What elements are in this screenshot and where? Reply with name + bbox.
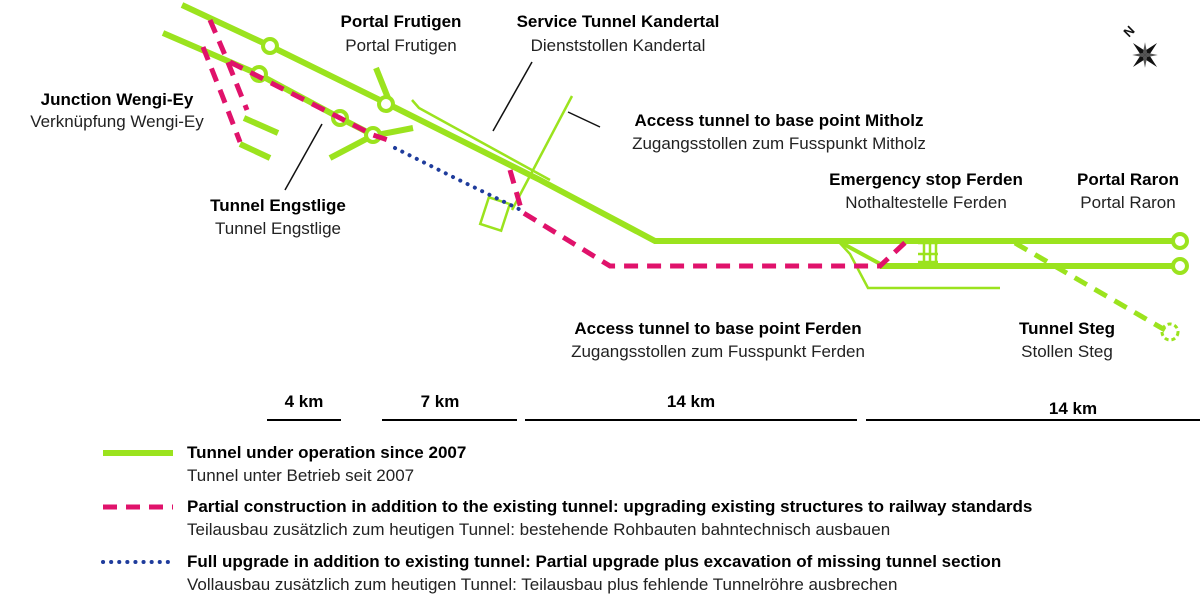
label-en: Access tunnel to base point Ferden xyxy=(574,319,861,338)
label-access-mitholz: Access tunnel to base point Mitholz Zuga… xyxy=(632,111,926,153)
label-en: Portal Frutigen xyxy=(341,12,462,31)
pink-main-west xyxy=(228,59,389,143)
legend-label-en: Tunnel under operation since 2007 xyxy=(187,443,466,462)
ferden-crossover xyxy=(837,239,885,268)
legend-item-partial: Partial construction in addition to the … xyxy=(103,497,1032,539)
steg-end-marker xyxy=(1160,322,1180,342)
marker-3 xyxy=(377,95,395,113)
scale-label: 14 km xyxy=(1049,399,1097,418)
label-de: Portal Frutigen xyxy=(345,36,457,55)
label-emergency-ferden: Emergency stop Ferden Nothaltestelle Fer… xyxy=(829,170,1023,212)
full-upgrade-section xyxy=(393,146,527,214)
label-de: Nothaltestelle Ferden xyxy=(845,193,1007,212)
compass-rose-icon xyxy=(1132,42,1158,68)
label-access-ferden: Access tunnel to base point Ferden Zugan… xyxy=(571,319,865,361)
legend-label-en: Full upgrade in addition to existing tun… xyxy=(187,552,1001,571)
label-de: Verknüpfung Wengi-Ey xyxy=(30,112,204,131)
pink-junction-1 xyxy=(207,19,250,111)
portal-raron-upper xyxy=(1171,232,1189,250)
label-de: Dienststollen Kandertal xyxy=(531,36,706,55)
label-en: Portal Raron xyxy=(1077,170,1179,189)
main-tube-upper xyxy=(180,2,1180,244)
label-de: Portal Raron xyxy=(1080,193,1175,212)
mitholz-base-box xyxy=(478,195,512,233)
label-en: Junction Wengi-Ey xyxy=(41,90,194,109)
label-service-tunnel-kandertal: Service Tunnel Kandertal Dienststollen K… xyxy=(517,12,720,55)
legend-item-operation: Tunnel under operation since 2007 Tunnel… xyxy=(103,443,466,485)
emergency-stop-grid xyxy=(918,241,938,264)
label-en: Tunnel Engstlige xyxy=(210,196,346,215)
partial-construction xyxy=(200,19,912,269)
label-en: Tunnel Steg xyxy=(1019,319,1115,338)
legend-label-en: Partial construction in addition to the … xyxy=(187,497,1032,516)
label-en: Service Tunnel Kandertal xyxy=(517,12,720,31)
junction-branch-1 xyxy=(242,115,280,136)
label-de: Stollen Steg xyxy=(1021,342,1113,361)
compass-north-letter: N xyxy=(1120,23,1137,40)
access-tunnel-ferden xyxy=(837,240,1000,290)
label-en: Access tunnel to base point Mitholz xyxy=(634,111,923,130)
scale-label: 7 km xyxy=(421,392,460,411)
operational-tunnels xyxy=(161,2,1180,342)
access-tunnel-mitholz xyxy=(510,95,574,211)
pink-junction-2 xyxy=(200,46,243,143)
label-junction-wengi-ey: Junction Wengi-Ey Verknüpfung Wengi-Ey xyxy=(30,90,204,131)
marker-1 xyxy=(261,37,279,55)
portal-raron-lower xyxy=(1171,257,1189,275)
label-tunnel-steg: Tunnel Steg Stollen Steg xyxy=(1019,319,1115,361)
portal-markers xyxy=(250,37,1189,275)
label-tunnel-engstlige: Tunnel Engstlige Tunnel Engstlige xyxy=(210,196,346,238)
pink-main-east xyxy=(507,169,912,269)
service-tunnel-kandertal xyxy=(411,99,551,182)
label-de: Tunnel Engstlige xyxy=(215,219,341,238)
junction-branch-2 xyxy=(238,141,272,161)
label-portal-raron: Portal Raron Portal Raron xyxy=(1077,170,1179,212)
legend-label-de: Tunnel unter Betrieb seit 2007 xyxy=(187,466,414,485)
label-de: Zugangsstollen zum Fusspunkt Ferden xyxy=(571,342,865,361)
legend-item-full: Full upgrade in addition to existing tun… xyxy=(101,552,1001,594)
tunnel-steg xyxy=(1013,240,1167,333)
scale-bar: 4 km 7 km 14 km 14 km xyxy=(267,392,1200,421)
label-de: Zugangsstollen zum Fusspunkt Mitholz xyxy=(632,134,926,153)
leader-lines xyxy=(284,61,601,191)
label-en: Emergency stop Ferden xyxy=(829,170,1023,189)
scale-label: 14 km xyxy=(667,392,715,411)
legend-label-de: Teilausbau zusätzlich zum heutigen Tunne… xyxy=(187,520,890,539)
label-portal-frutigen: Portal Frutigen Portal Frutigen xyxy=(341,12,462,55)
legend: Tunnel under operation since 2007 Tunnel… xyxy=(101,443,1032,594)
legend-label-de: Vollausbau zusätzlich zum heutigen Tunne… xyxy=(187,575,897,594)
scale-label: 4 km xyxy=(285,392,324,411)
